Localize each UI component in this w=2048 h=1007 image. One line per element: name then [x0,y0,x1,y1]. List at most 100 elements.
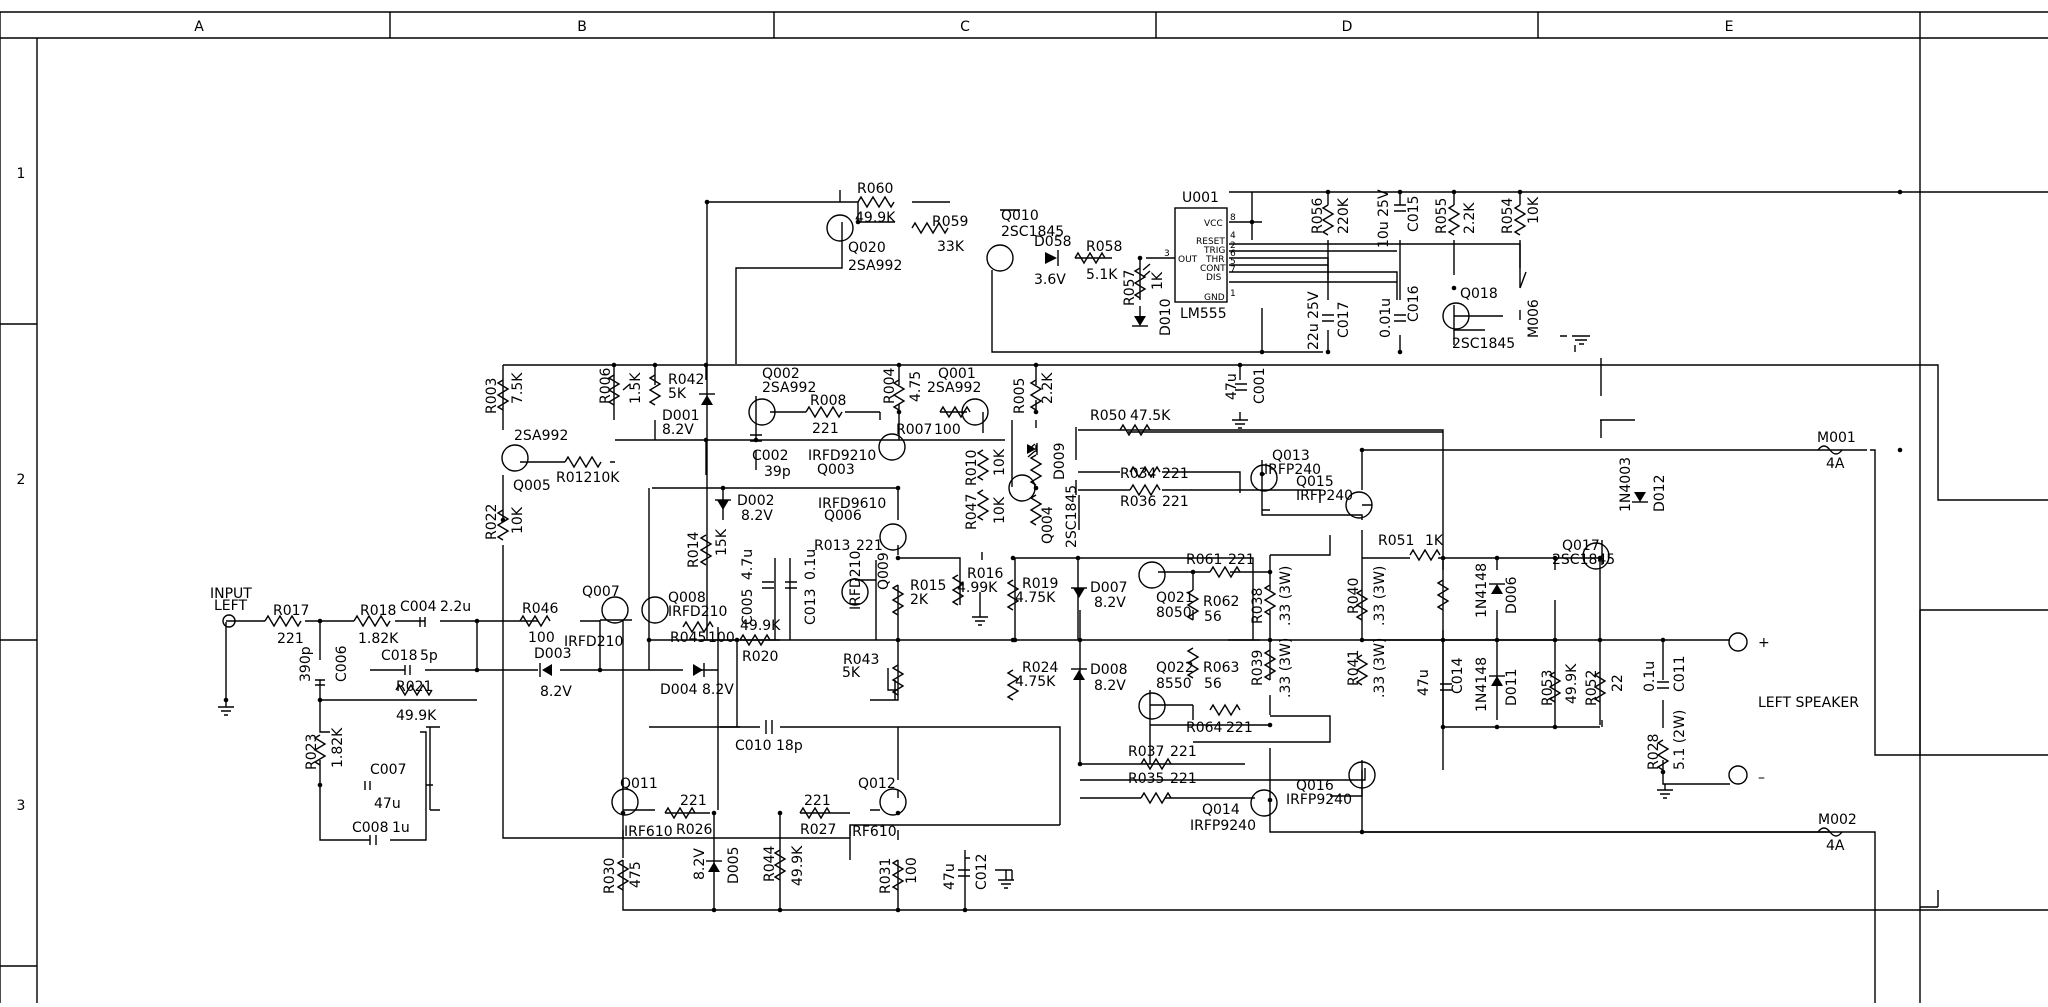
label-r050-value: 47.5K [1130,408,1171,424]
label-c011-value: 0.1u [1642,661,1658,692]
column-label-a: A [194,19,204,35]
label-pin-4: 4 [1230,231,1236,241]
label-r028-value: 5.1 (2W) [1672,710,1688,770]
switch-m006 [1519,271,1527,289]
label-c006: C006 [334,645,350,682]
label-speaker-plus: + [1758,635,1770,651]
label-q017: Q017 [1562,538,1600,554]
label-q018-type: 2SC1845 [1452,336,1515,352]
label-q010: Q010 [1001,208,1039,224]
label-u001: U001 [1182,190,1219,206]
label-r024: R024 [1022,660,1059,676]
label-r037: R037 [1128,744,1164,760]
label-c016-value: 0.01u [1378,298,1394,338]
label-r005-value: 2.2K [1040,372,1056,404]
label-d011: D011 [1504,668,1520,706]
label-d004-value: 8.2V [702,682,734,698]
label-r015: R015 [910,578,946,594]
label-c017: C017 [1336,302,1352,339]
row-label-3: 3 [17,798,26,814]
column-label-d: D [1342,19,1353,35]
label-d001-value: 8.2V [662,422,694,438]
label-c015: C015 [1406,196,1422,233]
label-pin-5: 5 [1230,257,1236,267]
label-c001-value: 47u [1224,373,1240,400]
label-d004: D004 [660,682,698,698]
label-r055: R055 [1434,198,1450,234]
label-r034-value: 221 [1162,466,1189,482]
label-r052-value: 22 [1610,674,1626,692]
label-q005: Q005 [513,478,551,494]
label-r020-value: 49.9K [740,618,781,634]
label-q020-type: 2SA992 [848,258,902,274]
label-r020: R020 [742,649,778,665]
label-input-line1: INPUT [210,586,252,602]
label-speaker-minus: – [1758,770,1765,786]
label-r027-value: 221 [804,793,831,809]
label-r027: R027 [800,822,836,838]
label-r012: R01210K [556,470,620,486]
label-q018: Q018 [1460,286,1498,302]
label-c012: C012 [974,854,990,891]
label-q021-type: 8050 [1156,605,1192,621]
label-r051-value: 1K [1425,533,1444,549]
label-r052: R052 [1584,670,1600,706]
label-c004: C004 [400,599,437,615]
label-pin-out: OUT [1178,255,1198,265]
label-q003: Q003 [817,462,855,478]
label-r043: R043 [843,652,879,668]
label-r019-value: 4.75K [1015,590,1056,606]
label-r026: R026 [676,822,713,838]
label-r063: R063 [1203,660,1239,676]
label-c005: C005 [740,589,756,626]
label-r045: R045 [670,630,706,646]
label-r039: R039 [1250,650,1266,686]
label-d007: D007 [1090,580,1128,596]
label-r007-value: 100 [934,422,961,438]
label-r064-value: 221 [1226,720,1253,736]
label-r035-value: 221 [1170,771,1197,787]
label-r040: R040 [1346,578,1362,614]
label-r057-value: 1K [1150,271,1166,290]
label-d002-value: 8.2V [741,508,773,524]
label-r023: R023 [304,734,320,770]
label-pin-trig: TRIG [1203,246,1225,256]
label-r056: R056 [1310,197,1326,234]
label-d006-type: 1N4148 [1474,563,1490,618]
label-r021: R021 [396,679,432,695]
label-r022: R022 [484,504,500,540]
label-r062-value: 56 [1204,609,1222,625]
label-r060-value: 49.9K [855,210,896,226]
label-pin-8: 8 [1230,213,1236,223]
capacitor-symbols [315,204,1669,877]
row-label-1: 1 [17,166,26,182]
label-q010-type: 2SC1845 [1001,224,1064,240]
label-c011: C011 [1672,656,1688,693]
speaker-plus-terminal [1728,632,1748,652]
label-r046: R046 [522,601,559,617]
label-q004-type: 2SC1845 [1064,485,1080,548]
fuse-m001 [1817,445,1843,455]
label-d003-value: 8.2V [540,684,572,700]
label-d009: D009 [1052,442,1068,480]
label-pin-3: 3 [1164,249,1170,259]
diode-symbols [539,250,1648,872]
label-r038: R038 [1250,588,1266,624]
label-d005-value: 8.2V [692,848,708,880]
label-r057: R057 [1122,270,1138,306]
label-c013: C013 [803,589,819,626]
label-r051: R051 [1378,533,1414,549]
label-q006-type: IRFD9610 [818,496,886,512]
label-r003-value: 7.5K [510,372,526,404]
label-d002: D002 [737,493,775,509]
label-d011-type: 1N4148 [1474,657,1490,712]
label-r054-value: 10K [1526,196,1542,224]
label-q004: Q004 [1040,506,1056,544]
label-q020: Q020 [848,240,886,256]
label-r004: R004 [882,367,898,404]
label-c016: C016 [1406,285,1422,322]
label-r017: R017 [273,603,309,619]
label-d058: D058 [1034,234,1072,250]
